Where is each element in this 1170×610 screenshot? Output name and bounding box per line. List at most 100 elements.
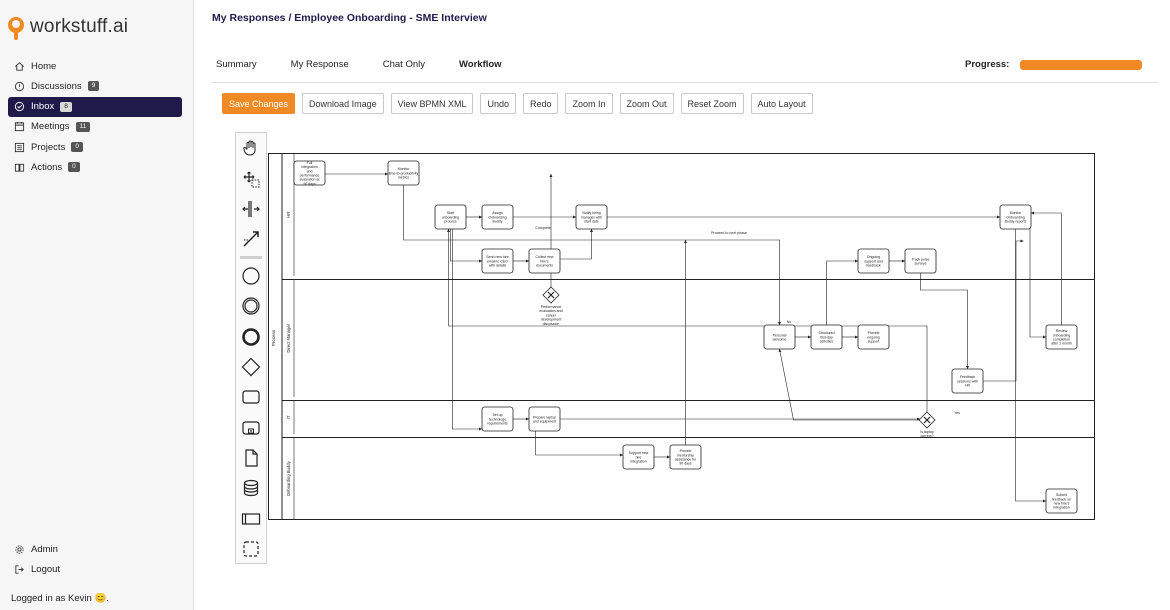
task-label: Structured bbox=[818, 331, 834, 335]
task-label: feedback on bbox=[1052, 497, 1071, 501]
task-label: after 1 month bbox=[1051, 342, 1072, 346]
task-t10[interactable] bbox=[904, 248, 937, 274]
task-t5[interactable] bbox=[575, 204, 608, 230]
tab-chat-only[interactable]: Chat Only bbox=[382, 59, 425, 70]
task-t14[interactable] bbox=[1045, 324, 1078, 350]
pool-frame[interactable] bbox=[268, 153, 1095, 520]
task-label: manager with bbox=[581, 215, 602, 219]
task-t18[interactable] bbox=[622, 444, 655, 470]
task-t11[interactable] bbox=[763, 324, 796, 350]
lasso-tool-icon[interactable] bbox=[236, 163, 266, 193]
task-label: Track pulse bbox=[912, 257, 930, 261]
hand-tool-icon[interactable] bbox=[236, 133, 266, 163]
sequence-flow[interactable] bbox=[450, 229, 483, 263]
sequence-flow[interactable] bbox=[535, 431, 624, 457]
gateway-label: Performance bbox=[541, 305, 562, 309]
task-t15[interactable] bbox=[951, 368, 984, 394]
task-label: evaluation at bbox=[300, 178, 320, 182]
sequence-flow[interactable] bbox=[920, 273, 969, 369]
task-label: Notify hiring bbox=[582, 211, 601, 215]
task-t16[interactable] bbox=[481, 406, 514, 432]
tab-workflow[interactable]: Workflow bbox=[459, 59, 502, 70]
task-t6[interactable] bbox=[999, 204, 1032, 230]
book-icon bbox=[14, 162, 25, 173]
sidebar-item-label: Logout bbox=[31, 563, 61, 575]
view-bpmn-xml-button[interactable]: View BPMN XML bbox=[390, 93, 474, 114]
task-t19[interactable] bbox=[669, 444, 702, 470]
lane-label: Onboarding Buddy bbox=[286, 460, 291, 496]
task-label: Feedback bbox=[960, 375, 976, 379]
data-object-icon[interactable] bbox=[236, 443, 266, 473]
sequence-flow[interactable] bbox=[560, 229, 593, 260]
task-t4[interactable] bbox=[481, 204, 514, 230]
sequence-flow[interactable] bbox=[447, 229, 928, 413]
end-event-icon[interactable] bbox=[236, 321, 266, 351]
intermediate-event-icon[interactable] bbox=[236, 291, 266, 321]
zoom-out-button[interactable]: Zoom Out bbox=[619, 93, 674, 114]
sequence-flow[interactable] bbox=[1015, 229, 1047, 503]
connect-tool-icon[interactable] bbox=[236, 224, 266, 254]
space-tool-icon[interactable] bbox=[236, 194, 266, 224]
participant-icon[interactable] bbox=[236, 504, 266, 534]
task-t20[interactable] bbox=[1045, 488, 1078, 514]
auto-layout-button[interactable]: Auto Layout bbox=[750, 93, 813, 114]
flow-label-yes: Yes bbox=[954, 411, 960, 415]
sequence-flow[interactable] bbox=[826, 259, 859, 325]
task-label: completion bbox=[1053, 338, 1070, 342]
start-event-icon[interactable] bbox=[236, 261, 266, 291]
task-label: Personal bbox=[773, 333, 787, 337]
sequence-flow[interactable] bbox=[403, 185, 781, 325]
pool-label: Process bbox=[271, 329, 276, 346]
task-t1[interactable] bbox=[293, 160, 326, 186]
task-t12[interactable] bbox=[810, 324, 843, 350]
tab-my-response[interactable]: My Response bbox=[290, 59, 349, 70]
app-logo[interactable]: workstuff.ai bbox=[8, 14, 128, 40]
data-store-icon[interactable] bbox=[236, 473, 266, 503]
sequence-flow[interactable] bbox=[1029, 216, 1046, 339]
task-icon[interactable] bbox=[236, 382, 266, 412]
task-label: Monitor bbox=[1010, 211, 1023, 215]
group-icon[interactable] bbox=[236, 534, 266, 564]
save-changes-button[interactable]: Save Changes bbox=[222, 93, 296, 114]
sequence-flow[interactable] bbox=[452, 229, 483, 431]
zoom-in-button[interactable]: Zoom In bbox=[565, 93, 613, 114]
download-image-button[interactable]: Download Image bbox=[302, 93, 384, 114]
sidebar-item-home[interactable]: Home bbox=[8, 56, 182, 76]
task-label: integration bbox=[1053, 506, 1069, 510]
task-label: Full bbox=[307, 161, 313, 165]
redo-button[interactable]: Redo bbox=[522, 93, 559, 114]
sidebar-item-admin[interactable]: Admin bbox=[8, 539, 182, 559]
reset-zoom-button[interactable]: Reset Zoom bbox=[680, 93, 744, 114]
undo-button[interactable]: Undo bbox=[480, 93, 516, 114]
task-t9[interactable] bbox=[857, 248, 890, 274]
task-t2[interactable] bbox=[387, 160, 420, 186]
gateway-label: development bbox=[541, 318, 562, 322]
task-t13[interactable] bbox=[857, 324, 890, 350]
sidebar-item-logout[interactable]: Logout bbox=[8, 559, 182, 579]
subprocess-icon[interactable] bbox=[236, 413, 266, 443]
app-name: workstuff.ai bbox=[30, 16, 129, 37]
task-t8[interactable] bbox=[528, 248, 561, 274]
task-t3[interactable] bbox=[434, 204, 467, 230]
tab-summary[interactable]: Summary bbox=[216, 59, 257, 70]
sequence-flow[interactable] bbox=[983, 239, 1024, 382]
sequence-flow[interactable] bbox=[1031, 211, 1062, 325]
task-label: Provide bbox=[868, 331, 880, 335]
chat-icon bbox=[14, 81, 25, 92]
task-label: 90 days bbox=[679, 462, 692, 466]
task-t17[interactable] bbox=[528, 406, 561, 432]
task-t7[interactable] bbox=[481, 248, 514, 274]
task-label: surveys bbox=[914, 262, 926, 266]
count-badge: 0 bbox=[71, 142, 83, 153]
sequence-flow[interactable] bbox=[778, 348, 935, 421]
gateway-icon[interactable] bbox=[236, 352, 266, 382]
exclusive-gateway-icon bbox=[547, 291, 555, 299]
